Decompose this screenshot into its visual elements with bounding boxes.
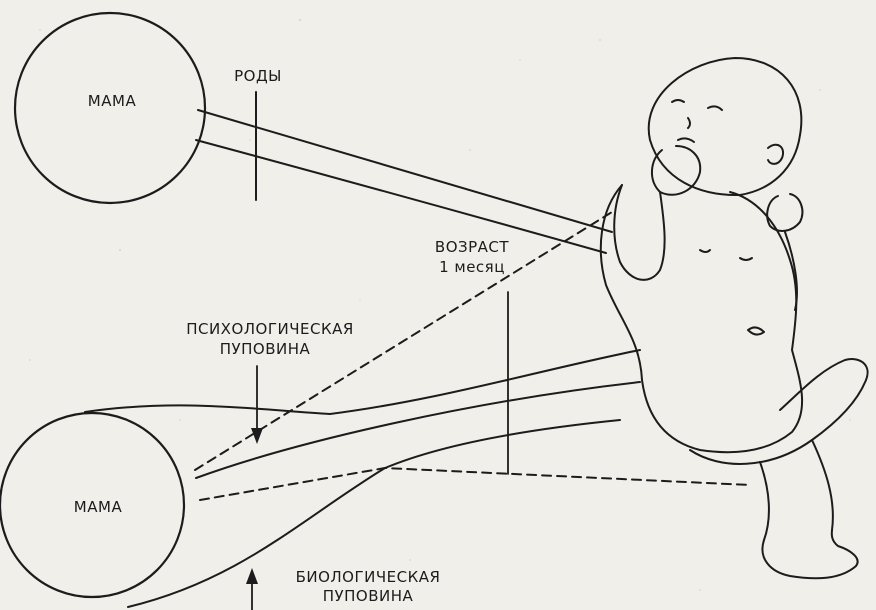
age-label-line2: 1 месяц <box>439 258 505 276</box>
baby-arm-right <box>785 232 797 310</box>
bio-label-line1: БИОЛОГИЧЕСКАЯ <box>296 568 441 586</box>
baby-hand-right <box>767 194 802 231</box>
birth-label: РОДЫ <box>234 67 282 85</box>
psych-cord-lower-curve <box>196 382 640 478</box>
top-cord-lower-edge <box>196 140 606 253</box>
bio-arrow <box>246 568 258 610</box>
psych-label-line1: ПСИХОЛОГИЧЕСКАЯ <box>186 320 354 338</box>
baby-illustration <box>601 58 868 578</box>
psych-cord-upper-curve <box>85 350 640 414</box>
baby-head <box>649 58 802 195</box>
baby-chest-left <box>700 250 710 252</box>
baby-shin <box>812 440 833 530</box>
age-label-line1: ВОЗРАСТ <box>435 238 509 256</box>
baby-chest-right <box>740 258 752 260</box>
mother-top-label: МАМА <box>88 92 137 110</box>
baby-ear <box>768 145 783 164</box>
paper-texture <box>29 19 851 591</box>
mother-bottom-label: МАМА <box>74 498 123 516</box>
baby-mouth <box>678 138 694 142</box>
baby-thigh <box>690 359 868 464</box>
psych-label-line2: ПУПОВИНА <box>220 340 311 358</box>
baby-arm-left <box>614 185 664 280</box>
baby-nose <box>688 118 690 128</box>
psych-arrow <box>251 366 263 444</box>
baby-eye-right <box>708 106 722 110</box>
psych-cord-dashed-lower <box>200 468 750 500</box>
baby-navel <box>748 327 764 334</box>
baby-torso <box>601 185 802 452</box>
top-cord-upper-edge <box>198 110 612 232</box>
baby-foot <box>760 462 858 578</box>
bio-label-line2: ПУПОВИНА <box>323 587 414 605</box>
baby-eye-left <box>672 100 684 102</box>
